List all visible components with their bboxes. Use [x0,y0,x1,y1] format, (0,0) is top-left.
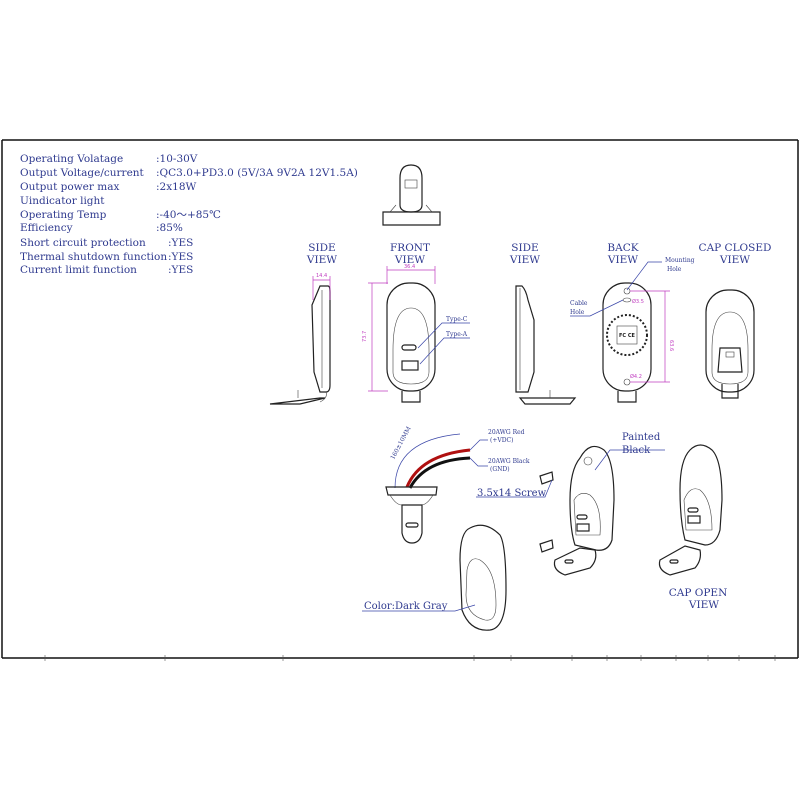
cap-closed-view-label: VIEW [719,254,750,266]
spec-value: :YES [168,237,193,249]
fcc-ce-mark: FC CE [619,333,635,339]
cable-hole-callout: Hole [570,309,585,316]
side-width-dimension: 14.4 [316,273,327,279]
front-view-label: VIEW [394,254,425,266]
spec-value: :85% [156,222,183,234]
exploded-view: Painted Black 3.5x14 Screw [476,432,665,576]
cap-open-view [658,444,723,576]
cap-open-view-label: CAP OPEN [669,587,728,599]
cap-closed-view-label: CAP CLOSED [699,242,772,254]
type-c-callout: Type-C [446,316,468,323]
cable-assembly-view: 160±10MM 20AWG Red (+VDC) 20AWG Black (G… [385,425,530,544]
spec-value: :10-30V [156,153,198,165]
mount-hole-dimension: Ø4.2 [630,373,642,380]
painted-callout: Black [622,445,651,456]
top-isometric-view [382,164,441,226]
painted-callout: Painted [622,432,661,443]
side-view-2 [515,285,577,405]
spec-value: :YES [168,264,193,276]
red-wire-callout: (+VDC) [490,437,513,444]
side-view-label: SIDE [511,242,538,254]
side-view-label: VIEW [306,254,337,266]
spec-label: Thermal shutdown function [20,251,167,263]
spec-label: Output Voltage/current [20,167,145,179]
front-view: 36.4 73.7 Type-C Type-A [362,264,470,403]
screw-callout: 3.5x14 Screw [477,488,547,499]
color-callout: Color:Dark Gray [364,601,448,612]
front-width-dimension: 36.4 [404,264,415,270]
black-wire-callout: 20AWG Black [488,458,530,465]
front-view-label: FRONT [390,242,430,254]
side-view-1: 14.4 [269,273,331,405]
cap-open-view-label: VIEW [688,599,719,611]
spec-label: Operating Temp [20,209,107,221]
cable-hole-dimension: Ø3.5 [632,298,644,305]
spec-value: :-40～+85℃ [156,209,221,221]
cap-isometric-view: Color:Dark Gray [362,524,507,631]
spec-value: :YES [168,251,193,263]
mounting-hole-callout: Hole [667,266,682,273]
spec-value: :2x18W [156,181,197,193]
type-a-callout: Type-A [446,331,468,338]
black-wire-callout: (GND) [490,466,510,473]
back-view: FC CE 63.6 Ø3.5 Ø4.2 Mounting Hole Cable… [570,257,695,403]
side-view-label: SIDE [308,242,335,254]
spec-label: Uindicator light [20,195,105,207]
cap-closed-view [705,289,755,399]
back-height-dimension: 63.6 [668,340,674,351]
spec-list: Operating Volatage :10-30V Output Voltag… [20,153,358,276]
spec-value: :QC3.0+PD3.0 (5V/3A 9V2A 12V1.5A) [156,167,358,179]
mounting-hole-callout: Mounting [665,257,695,264]
back-view-label: VIEW [607,254,638,266]
view-labels: SIDE VIEW FRONT VIEW SIDE VIEW BACK VIEW… [306,242,772,611]
cable-hole-callout: Cable [570,300,588,307]
spec-label: Efficiency [20,222,73,234]
spec-label: Output power max [20,181,119,193]
spec-label: Operating Volatage [20,153,123,165]
spec-label: Current limit function [20,264,137,276]
drawing-frame [1,139,799,661]
cable-length-dimension: 160±10MM [389,425,412,460]
back-view-label: BACK [607,242,638,254]
spec-label: Short circuit protection [20,237,146,249]
front-height-dimension: 73.7 [362,331,368,342]
red-wire-callout: 20AWG Red [488,429,525,436]
side-view-label: VIEW [509,254,540,266]
